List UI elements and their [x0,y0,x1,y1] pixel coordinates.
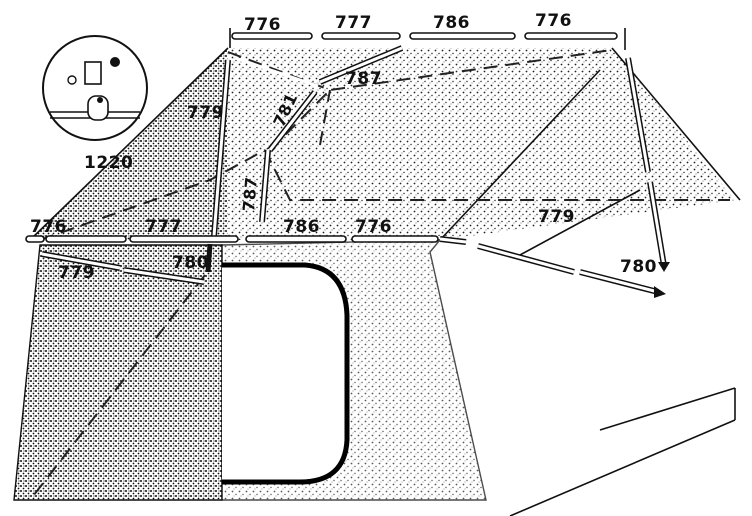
label-1220: 1220 [84,153,133,173]
pole-779-side-fill [477,244,575,274]
pole-right-upper-fill [626,57,650,173]
side-lower-poles [477,243,666,298]
pole-787-mid-fill [260,149,270,223]
pole-side-arrow [654,286,666,298]
top-pole-row [229,28,626,50]
label-780-side: 780 [620,257,657,277]
left-roof-edge [29,47,229,241]
pole-786-front [245,235,347,243]
label-777-top: 777 [335,13,372,33]
ridge-poles [211,45,404,237]
right-poles [625,57,670,272]
pole-780-side-fill [579,270,659,294]
label-779-front: 779 [58,263,95,283]
detail-wing-nut [110,57,120,67]
detail-clamp [87,95,109,121]
right-roof-panel [440,48,735,240]
pole-787-ridge-b-fill [319,46,403,84]
hidden-line-lower [264,149,730,201]
label-776-front-right: 776 [355,217,392,237]
label-776-top-right: 776 [535,11,572,31]
label-780-front: 780 [172,253,209,273]
hidden-line-front-diag [29,274,206,501]
label-786-front: 786 [283,217,320,237]
pole-780-front-fill [123,268,205,284]
detail-screw-2 [97,97,103,103]
pole-776-front-left [25,235,45,243]
detail-screw-1 [67,75,77,85]
detail-bracket [84,61,102,85]
label-787-mid: 787 [239,176,261,212]
right-side-edge-2 [439,69,601,241]
label-779-side: 779 [538,207,575,227]
front-lower-poles [41,243,213,285]
label-779-left: 779 [187,103,224,123]
hidden-line-tri [319,89,331,146]
detail-circle-1220 [42,35,148,141]
pole-777-front-a [45,235,127,243]
label-776-front-left: 776 [30,217,67,237]
pole-776-front-right-bend-fill [439,237,467,244]
pole-776-front-right [351,235,439,243]
hidden-line-cross [269,89,331,151]
pole-776-top-right [524,32,618,40]
hidden-line-ridge [227,49,613,92]
pole-776-top-left [231,32,313,40]
label-776-top-left: 776 [244,15,281,35]
label-786-top: 786 [433,13,470,33]
pole-779-front-fill [41,252,121,270]
pole-779-left-fill [212,59,230,237]
ground-line-1 [599,387,736,431]
pole-786-top [409,32,516,40]
hidden-line-left [39,149,266,241]
label-787-ridge: 787 [345,69,382,89]
front-pole-row [25,235,467,245]
label-777-front: 777 [145,217,182,237]
door-opening [222,262,350,485]
pole-780-front-vertical [205,243,213,273]
pole-777-top [321,32,401,40]
pole-777-front-b [129,235,239,243]
pole-right-lower-fill [648,181,666,267]
pole-787-ridge-a-fill [234,56,319,88]
front-left-panel [13,244,223,501]
pole-781-fill [268,91,317,151]
ground-line-3 [509,419,736,516]
pole-right-arrow [658,262,670,272]
